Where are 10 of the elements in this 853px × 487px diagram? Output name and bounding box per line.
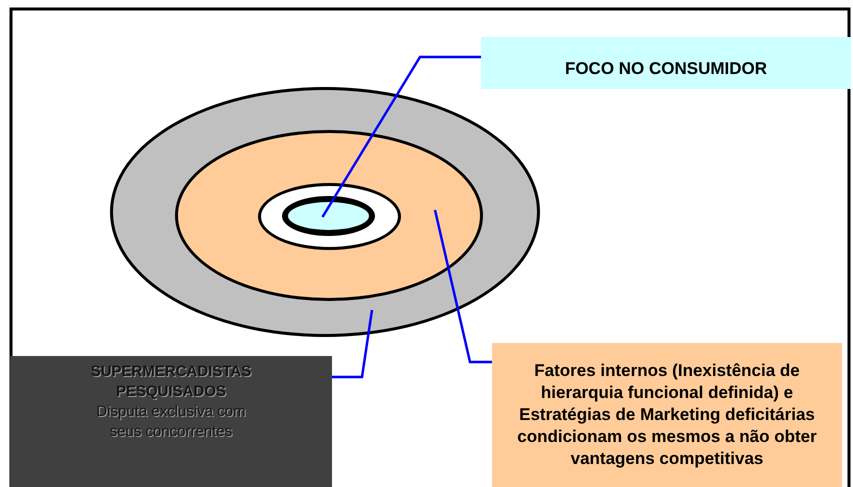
heading-text: FOCO NO CONSUMIDOR bbox=[564, 58, 768, 80]
text-box bbox=[492, 343, 842, 487]
leader-line bbox=[321, 56, 481, 218]
body-text: Fatores internos (Inexistência de hierarquia funcional definida) e Estratégias de Marketing deficitárias condicionam os mesmos a não obter vantagens competitivas bbox=[516, 360, 818, 470]
heading-text: SUPERMERCADISTAS PESQUISADOS bbox=[90, 362, 252, 402]
leader-line bbox=[332, 310, 374, 378]
dark-text-box bbox=[10, 356, 332, 487]
title-box bbox=[481, 37, 851, 89]
leader-line bbox=[434, 210, 492, 364]
body-text: Disputa exclusiva com seus concorrentes bbox=[96, 402, 246, 442]
